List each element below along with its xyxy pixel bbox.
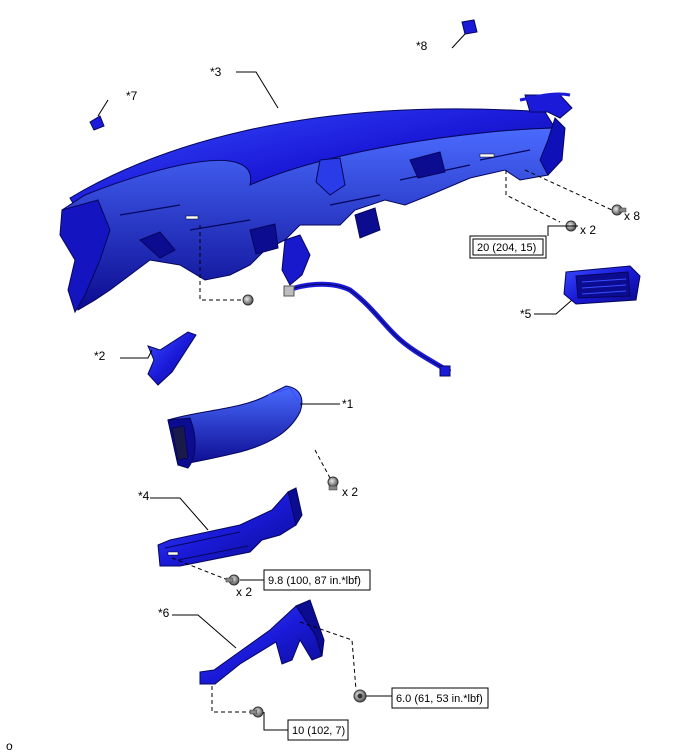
bolt-icon: [327, 476, 339, 491]
callout-3: *3: [210, 65, 222, 79]
spec-connectors: [240, 225, 578, 731]
corner-mark: o: [6, 739, 13, 753]
callout-8: *8: [416, 39, 428, 53]
part-4-brace: [157, 487, 303, 567]
part-5-air-vent: [563, 265, 641, 305]
quantity-clips-right: x 8: [624, 209, 640, 223]
callout-5: *5: [520, 307, 532, 321]
bolt-icon: [225, 574, 240, 586]
quantity-bolts-center: x 2: [580, 223, 596, 237]
callout-1: *1: [342, 397, 354, 411]
torque-value-lower-bolt: 10 (102, 7): [292, 725, 345, 737]
torque-spec-brace: 9.8 (100, 87 in.*lbf): [263, 569, 371, 591]
torque-value-lower-nut: 6.0 (61, 53 in.*lbf): [396, 693, 483, 705]
part-8-plate: [451, 19, 478, 49]
torque-spec-lower-nut: 6.0 (61, 53 in.*lbf): [391, 687, 489, 709]
clip-icon: [242, 294, 254, 306]
torque-spec-main: 20 (204, 15): [469, 235, 547, 259]
callout-leaders: [120, 71, 573, 649]
part-2-bracket: [147, 331, 197, 386]
instrument-panel-reinforcement: [59, 92, 573, 377]
dashed-leaders: [171, 169, 613, 713]
part-1-duct: [167, 385, 303, 469]
part-7-clip: [89, 99, 109, 131]
hole-markers: [167, 153, 495, 556]
callout-2: *2: [94, 349, 106, 363]
nut-icon: [353, 689, 367, 703]
quantity-duct-bolts: x 2: [342, 485, 358, 499]
bolt-icon: [611, 204, 627, 216]
torque-spec-lower-bolt: 10 (102, 7): [287, 719, 349, 741]
callout-6: *6: [158, 606, 170, 620]
bolt-icon: [249, 706, 264, 718]
torque-value-brace: 9.8 (100, 87 in.*lbf): [268, 575, 361, 587]
torque-value-main: 20 (204, 15): [477, 242, 536, 254]
callout-4: *4: [138, 489, 150, 503]
part-6-lower-brace: [199, 599, 325, 685]
callout-7: *7: [126, 89, 138, 103]
quantity-brace-bolts: x 2: [236, 585, 252, 599]
